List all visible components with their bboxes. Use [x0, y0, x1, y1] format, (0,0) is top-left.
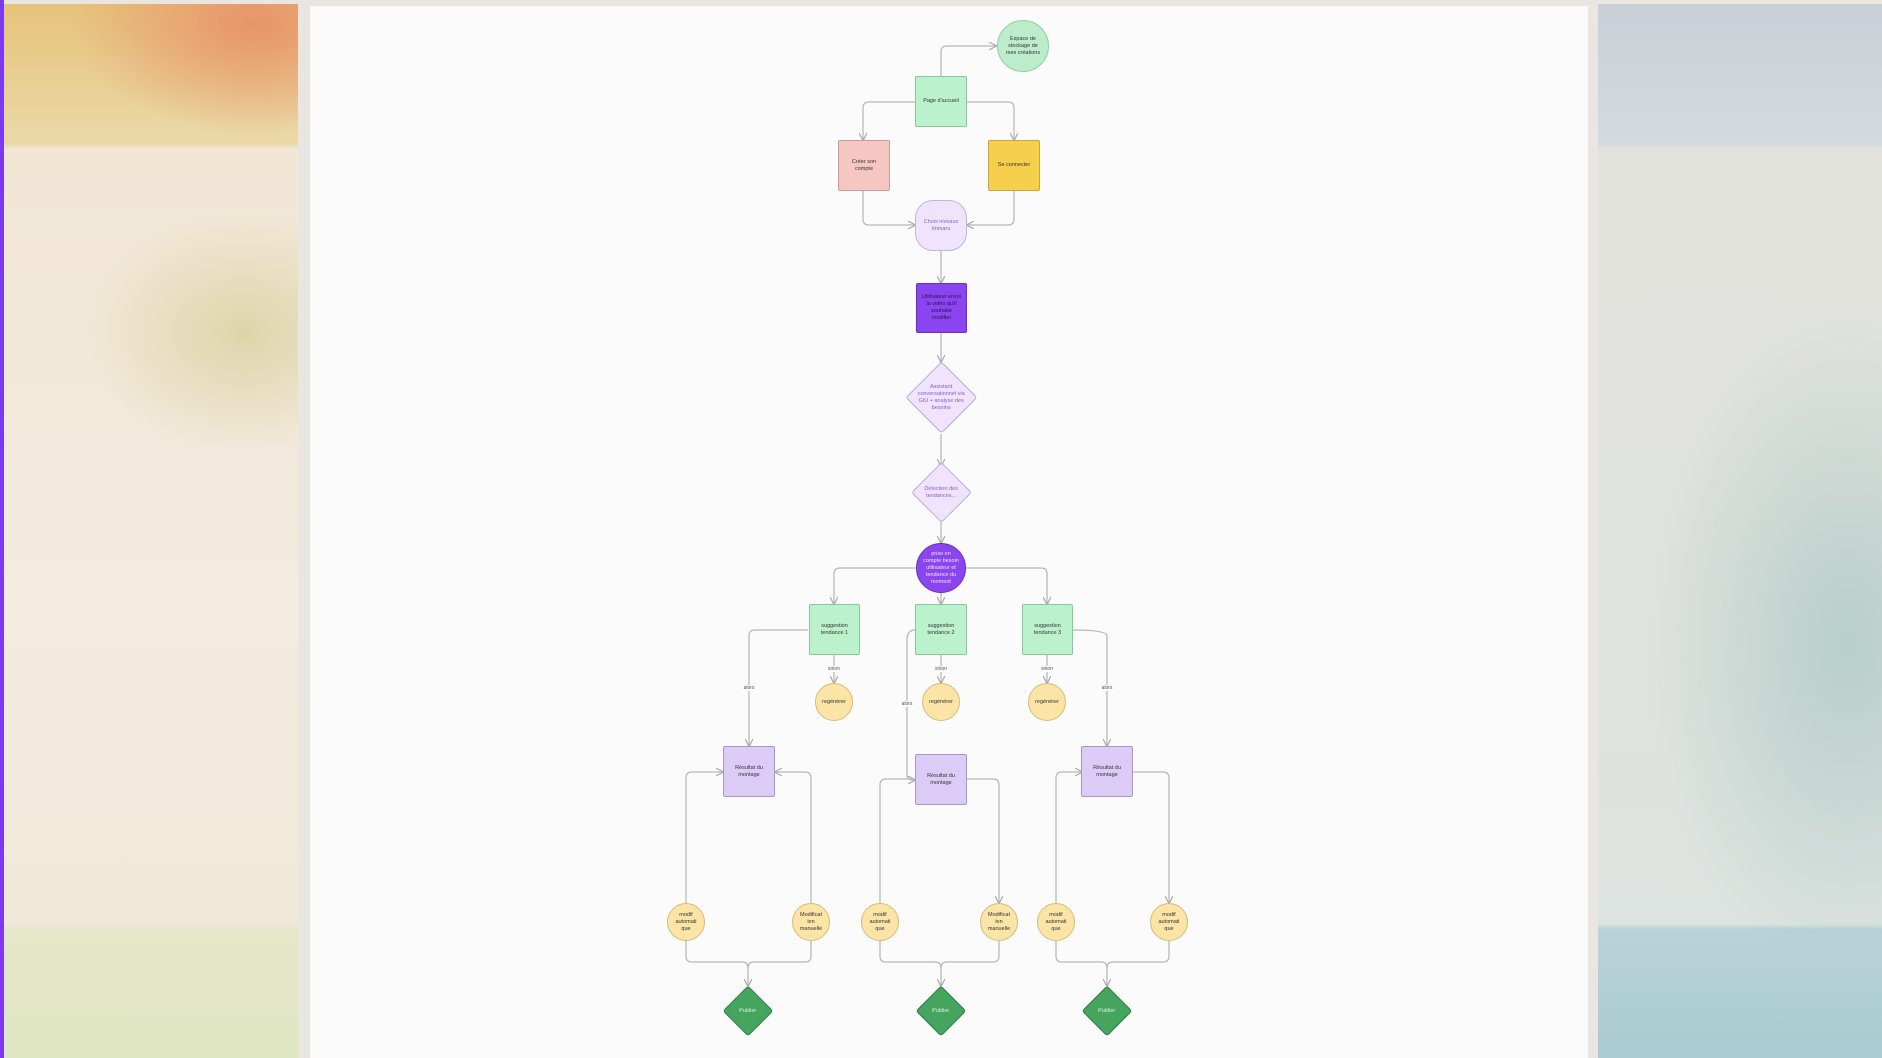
node-regenerer-1[interactable]: regénérer [815, 683, 853, 721]
node-choix-niveau-label: Choix niveaux Immaru [923, 218, 959, 232]
node-assistant-label: Assistant conversationnel via GIU + anal… [917, 383, 966, 411]
node-modif-auto-3a-label: modif automati que [1045, 911, 1067, 932]
edge-res3-auto2 [1133, 771, 1169, 903]
edge-creer-choix [862, 191, 915, 225]
edge-man2-publier [940, 939, 1000, 969]
node-modif-manuelle-1[interactable]: Modificat ion manuelle [792, 903, 830, 941]
node-modif-auto-2[interactable]: modif automati que [861, 903, 899, 941]
edge-accueil-creer [863, 101, 915, 140]
node-regenerer-2-label: regénérer [929, 698, 953, 705]
edge-prise-sugg3 [966, 567, 1047, 604]
node-suggestion-1-label: suggestion tendance 1 [820, 622, 849, 636]
diagram-canvas[interactable] [310, 6, 1588, 1058]
node-suggestion-1[interactable]: suggestion tendance 1 [809, 604, 860, 655]
node-prise-en-compte-label: prise en compte besoin utilisateur et te… [923, 550, 959, 585]
edge-res2-auto [879, 778, 915, 903]
node-modif-auto-2-label: modif automati que [869, 911, 891, 932]
node-resultat-3[interactable]: Résultat du montage [1081, 746, 1133, 797]
node-espace-stockage-label: Espace de stockage de mes créations [1005, 35, 1041, 56]
node-publier-1-label: Publier [739, 1007, 757, 1014]
node-page-accueil[interactable]: Page d'accueil [915, 76, 967, 127]
node-modif-auto-1[interactable]: modif automati que [667, 903, 705, 941]
node-espace-stockage[interactable]: Espace de stockage de mes créations [997, 20, 1049, 72]
node-modif-manuelle-1-label: Modificat ion manuelle [799, 911, 823, 932]
edge-sugg2-resultat [906, 629, 915, 780]
node-suggestion-3[interactable]: suggestion tendance 3 [1022, 604, 1073, 655]
left-background-panel [4, 4, 298, 1058]
edge-label-sinon-1: sinon [827, 666, 841, 672]
node-regenerer-2[interactable]: regénérer [922, 683, 960, 721]
node-suggestion-3-label: suggestion tendance 3 [1033, 622, 1062, 636]
node-page-accueil-label: Page d'accueil [923, 98, 959, 104]
node-modif-auto-3a[interactable]: modif automati que [1037, 903, 1075, 941]
edge-sugg1-resultat [749, 629, 808, 746]
edge-sugg3-resultat [1072, 629, 1107, 746]
edge-label-sinon-3: sinon [1040, 666, 1054, 672]
edge-auto1-publier [685, 939, 748, 986]
node-se-connecter-label: Se connecter [997, 162, 1031, 168]
node-suggestion-2[interactable]: suggestion tendance 2 [915, 604, 967, 655]
edge-label-sinon-2: sinon [934, 666, 948, 672]
node-choix-niveau[interactable]: Choix niveaux Immaru [915, 200, 967, 251]
edge-res2-manuelle [967, 778, 999, 903]
node-utilisateur-envoie[interactable]: Utilisateur envoi la vidéo qu'il souhait… [916, 283, 967, 333]
right-background-panel [1598, 4, 1882, 1058]
node-modif-auto-1-label: modif automati que [675, 911, 697, 932]
edge-auto2-publier [879, 939, 941, 986]
node-resultat-3-label: Résultat du montage [1093, 764, 1121, 778]
node-se-connecter[interactable]: Se connecter [988, 140, 1040, 191]
node-regenerer-3-label: regénérer [1035, 698, 1059, 705]
node-modif-manuelle-2-label: Modificat ion manuelle [987, 911, 1011, 932]
node-prise-en-compte[interactable]: prise en compte besoin utilisateur et te… [916, 543, 966, 593]
node-suggestion-2-label: suggestion tendance 2 [927, 622, 955, 636]
node-regenerer-1-label: regénérer [822, 698, 846, 705]
edge-res3-auto [1055, 772, 1082, 903]
edge-label-alors-2: alors [900, 701, 914, 707]
edge-accueil-stockage [940, 46, 996, 76]
node-resultat-1-label: Résultat du montage [735, 764, 763, 778]
node-resultat-1[interactable]: Résultat du montage [723, 746, 775, 797]
node-modif-auto-3b-label: modif automati que [1158, 911, 1180, 932]
node-creer-compte-label: Créer son compte [851, 158, 877, 172]
node-publier-3-label: Publier [1098, 1007, 1116, 1014]
node-publier-2-label: Publier [932, 1007, 950, 1014]
edge-man1-publier [747, 939, 812, 969]
edge-res1-auto [685, 772, 723, 903]
node-modif-manuelle-2[interactable]: Modificat ion manuelle [980, 903, 1018, 941]
node-regenerer-3[interactable]: regénérer [1028, 683, 1066, 721]
node-utilisateur-envoie-label: Utilisateur envoi la vidéo qu'il souhait… [921, 294, 962, 321]
accent-bar [0, 0, 4, 1058]
node-detection-label: Détection des tendances... [924, 485, 959, 499]
node-resultat-2-label: Résultat du montage [927, 772, 955, 786]
node-creer-compte[interactable]: Créer son compte [838, 140, 890, 191]
edge-res1-manuelle [775, 772, 812, 903]
edge-label-alors-3: alors [1100, 685, 1114, 691]
edge-accueil-connecter [967, 101, 1014, 140]
edge-label-alors-1: alors [742, 685, 756, 691]
node-modif-auto-3b[interactable]: modif automati que [1150, 903, 1188, 941]
edge-auto3a-publier [1055, 939, 1107, 986]
node-resultat-2[interactable]: Résultat du montage [915, 754, 967, 805]
edge-connecter-choix [967, 191, 1015, 225]
edge-prise-sugg1 [834, 567, 916, 604]
edge-auto3b-publier [1106, 939, 1170, 969]
